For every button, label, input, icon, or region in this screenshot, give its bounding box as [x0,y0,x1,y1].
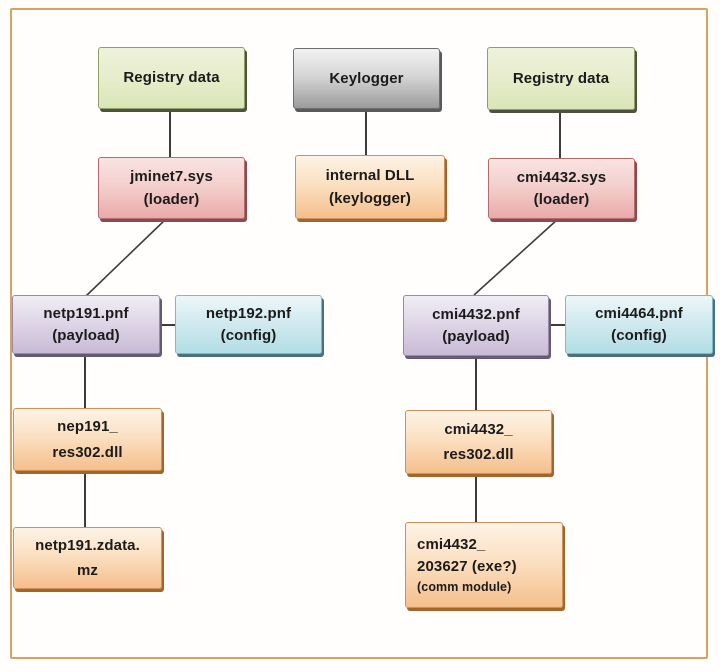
node-label: internal DLL [325,167,415,185]
connector-netp191-to-res302 [84,351,86,409]
connector-jminet7-to-netp191 [85,217,168,297]
node-cmi4432-203627-comm-module: cmi4432_ 203627 (exe?) (comm module) [405,522,563,608]
node-keylogger: Keylogger [293,48,440,109]
node-label: Keylogger [329,69,404,87]
node-registry-data-right: Registry data [487,47,635,110]
node-sublabel: (keylogger) [329,189,411,207]
node-subnote: (comm module) [417,580,512,595]
node-netp191-zdata-mz: netp191.zdata. mz [13,527,162,589]
node-cmi4432-res302-dll: cmi4432_ res302.dll [405,410,552,474]
connector-netp191-to-netp192 [157,324,176,326]
node-label: Registry data [512,69,610,87]
node-sublabel: (loader) [533,191,590,208]
node-nep191-res302-dll: nep191_ res302.dll [13,408,162,471]
node-cmi4464-pnf-config: cmi4464.pnf (config) [565,295,713,354]
node-label: cmi4432_ [444,420,513,438]
node-sublabel: (loader) [143,190,200,208]
connector-registry-right-to-cmi4432-sys [559,107,561,159]
connector-res302-to-zdata [84,468,86,528]
node-label: jminet7.sys [130,168,213,186]
node-label: netp191.pnf [43,304,129,322]
node-label: cmi4432_ [417,535,486,553]
node-sublabel: (payload) [442,328,510,345]
node-label: cmi4432.sys [516,168,607,186]
node-cmi4432-sys-loader: cmi4432.sys (loader) [488,158,635,219]
node-sublabel: (payload) [52,327,120,344]
node-label: nep191_ [57,418,118,436]
node-sublabel: (config) [611,327,667,344]
node-label: Registry data [123,69,220,87]
node-sublabel: 203627 (exe?) [417,557,517,575]
node-internal-dll-keylogger: internal DLL (keylogger) [295,155,445,219]
connector-registry-left-to-jminet7 [169,106,171,158]
node-sublabel: res302.dll [443,446,514,463]
node-label: cmi4464.pnf [595,304,683,322]
node-sublabel: (config) [220,327,277,344]
node-label: netp192.pnf [205,304,292,322]
connector-cmi4432pnf-to-cmi4464 [546,324,566,326]
connector-cmi4432pnf-to-res302 [475,353,477,411]
node-cmi4432-pnf-payload: cmi4432.pnf (payload) [403,295,549,356]
node-sublabel: mz [76,562,99,579]
node-netp192-pnf-config: netp192.pnf (config) [175,295,322,354]
node-label: netp191.zdata. [35,536,140,554]
connector-res302-to-203627 [475,471,477,523]
node-registry-data-left: Registry data [98,47,245,109]
connector-cmi4432sys-to-cmi4432pnf [473,218,559,296]
connector-keylogger-to-internal-dll [365,106,367,156]
node-netp191-pnf-payload: netp191.pnf (payload) [12,295,160,354]
node-sublabel: res302.dll [52,443,123,461]
node-jminet7-sys-loader: jminet7.sys (loader) [98,157,245,219]
node-label: cmi4432.pnf [432,305,520,323]
